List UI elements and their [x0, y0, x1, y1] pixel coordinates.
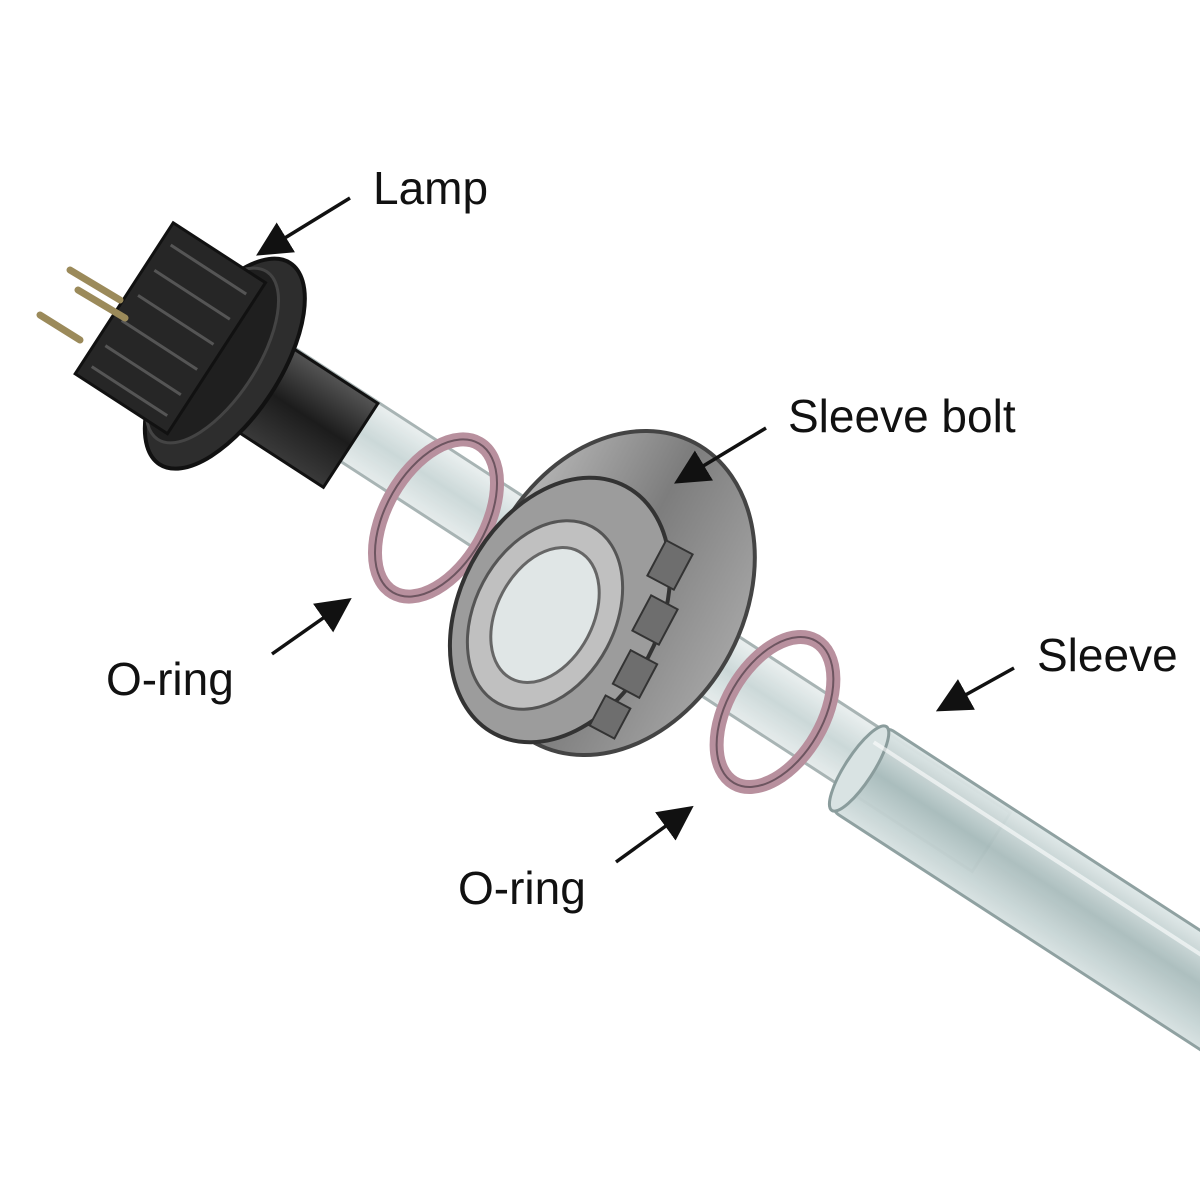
arrow-oring-left [270, 597, 352, 656]
o-ring-left [367, 432, 505, 604]
o-ring-bottom-label: O-ring [458, 862, 586, 914]
lamp-base [36, 220, 380, 490]
o-ring-right [709, 630, 841, 794]
o-ring-left-label: O-ring [106, 653, 234, 705]
lamp-pins [36, 266, 129, 344]
arrow-oring-bottom [614, 805, 694, 864]
arrow-lamp [256, 196, 351, 256]
arrow-sleeve-bolt [674, 426, 767, 484]
sleeve-tube [827, 724, 1200, 1091]
sleeve-label: Sleeve [1037, 629, 1178, 681]
sleeve-bolt [447, 428, 757, 758]
arrow-sleeve [935, 666, 1015, 712]
leader-arrows [256, 196, 1015, 864]
sleeve-bolt-label: Sleeve bolt [788, 390, 1016, 442]
lamp-label: Lamp [373, 162, 489, 214]
